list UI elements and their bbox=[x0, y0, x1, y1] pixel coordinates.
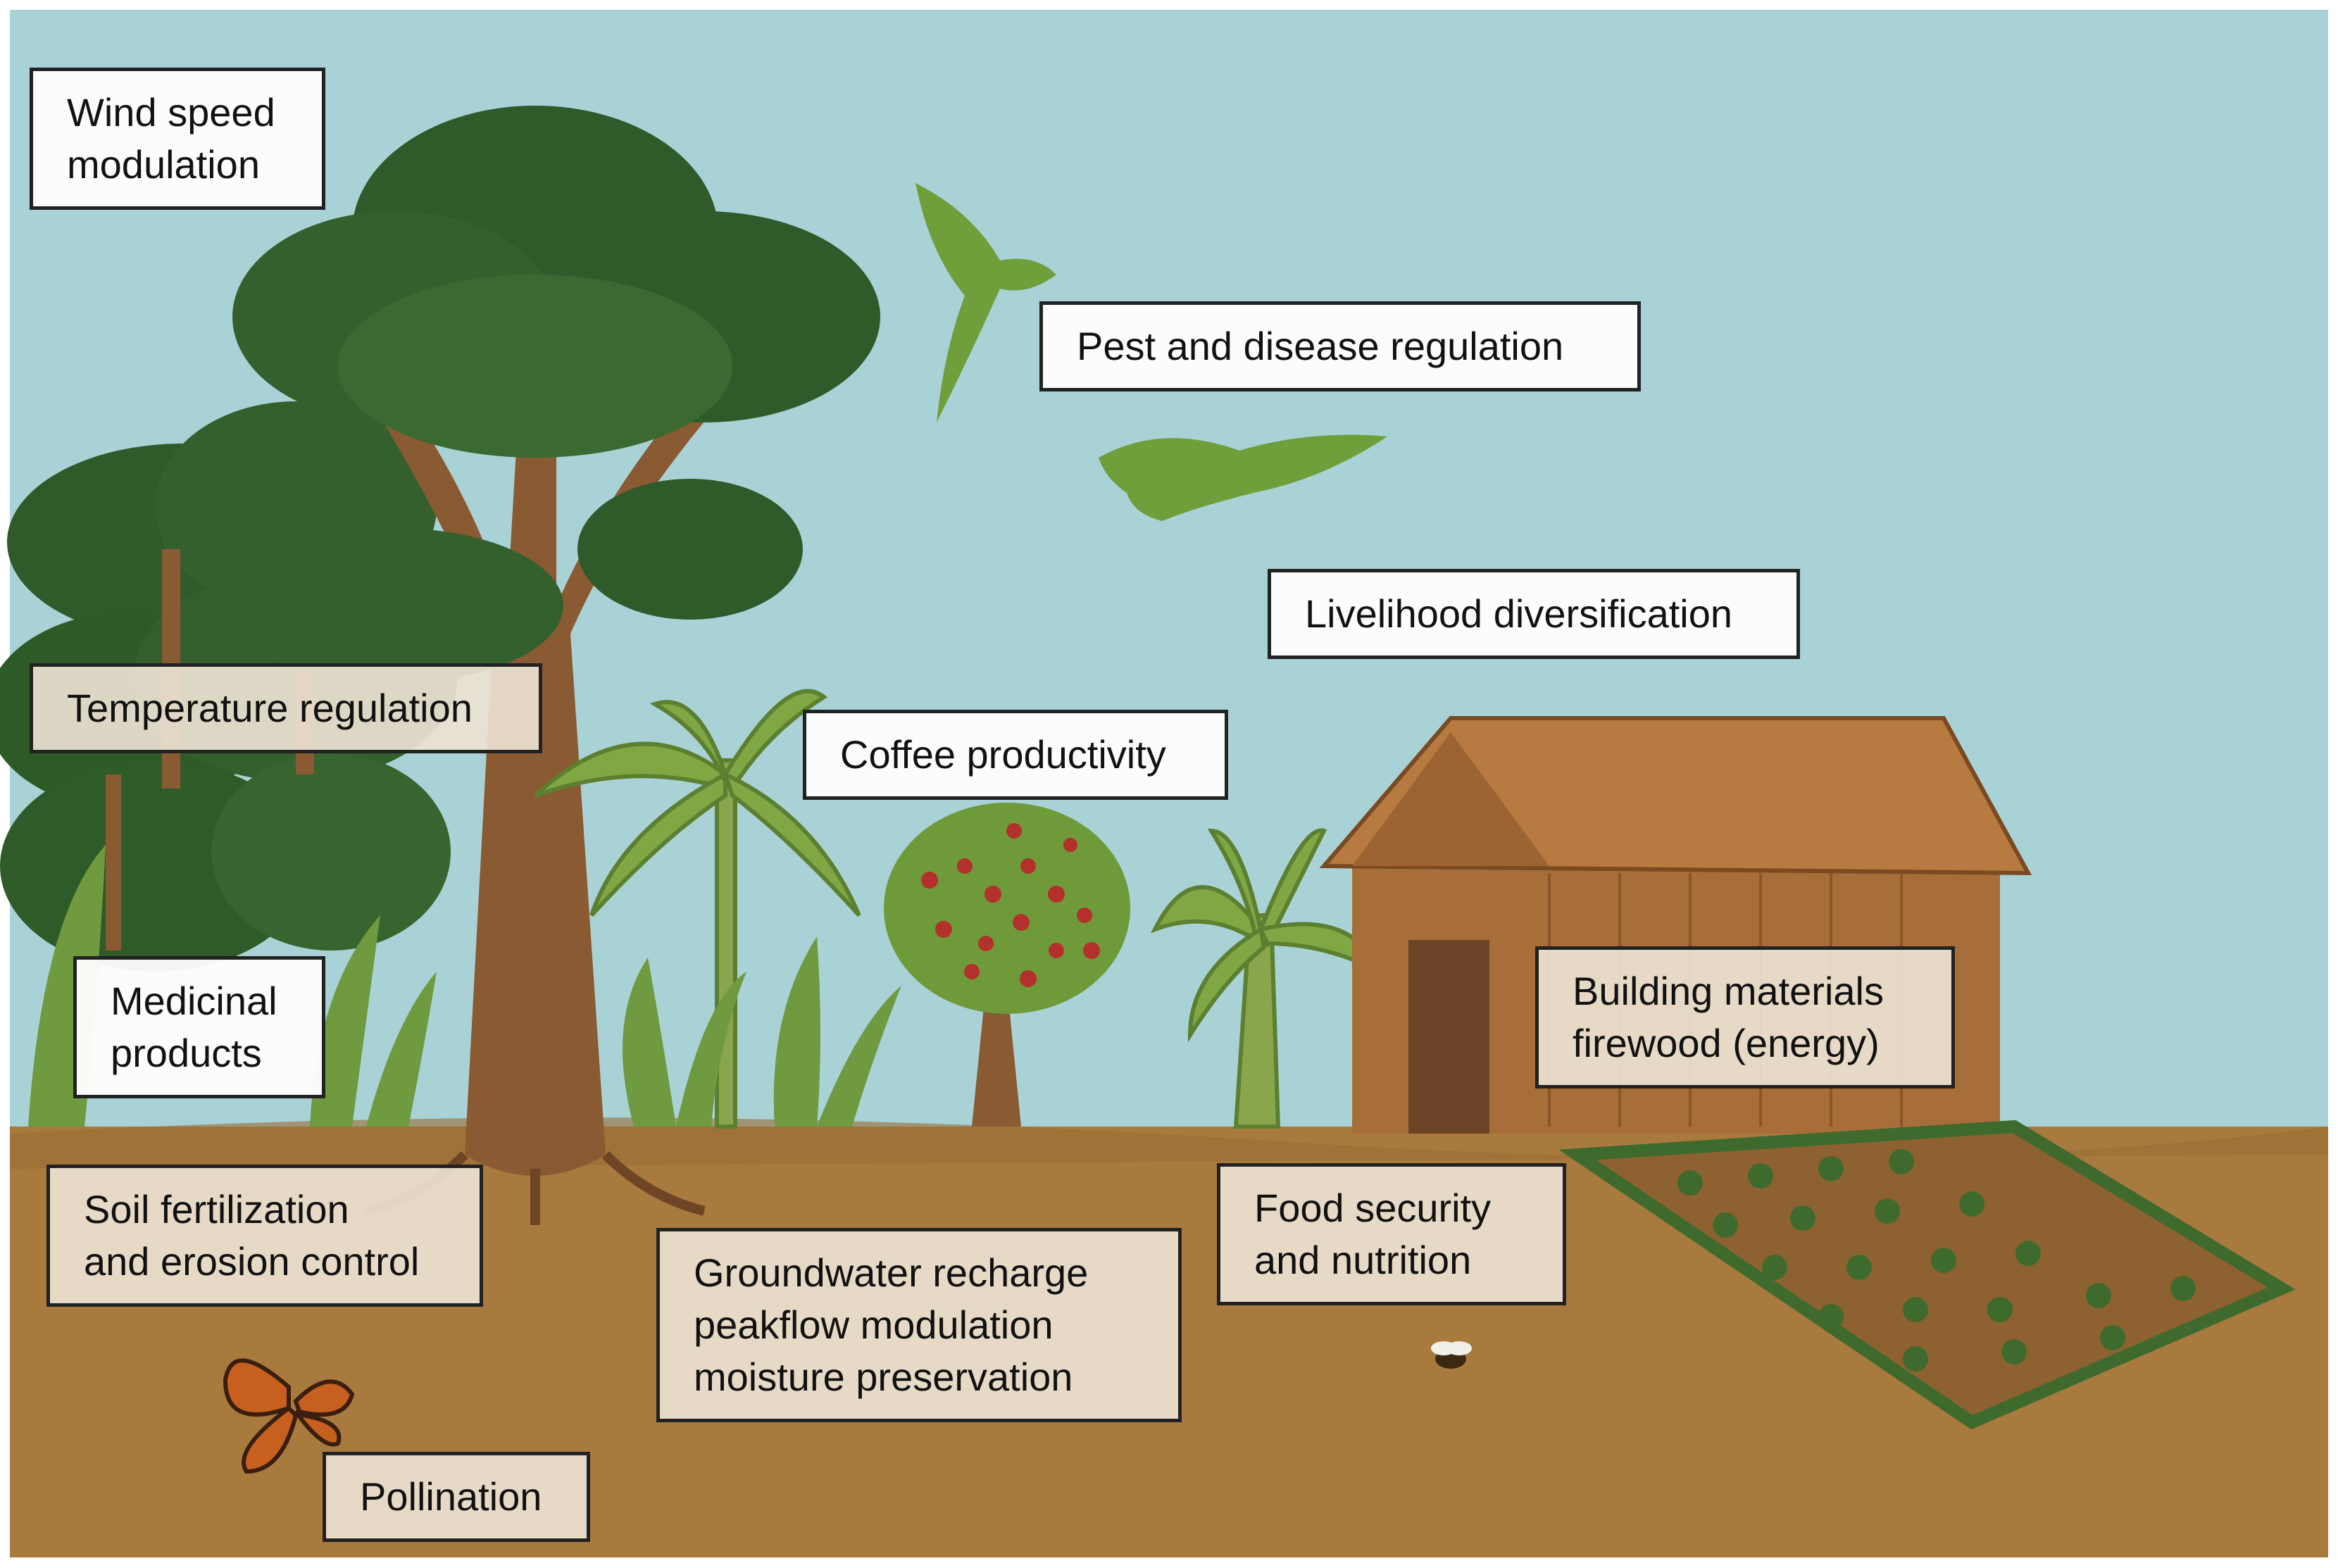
coffee-tree bbox=[884, 803, 1130, 1127]
label-pollination-line-1: Pollination bbox=[360, 1474, 542, 1519]
label-food-line-1: Food security bbox=[1254, 1186, 1492, 1230]
label-food-line-2: and nutrition bbox=[1254, 1238, 1472, 1282]
bee-icon bbox=[1431, 1341, 1472, 1369]
understory-plants bbox=[28, 845, 901, 1127]
label-livelihood-line-1: Livelihood diversification bbox=[1305, 591, 1733, 636]
label-groundwater-line-3: moisture preservation bbox=[694, 1355, 1073, 1399]
label-soil-fertilization-erosion: Soil fertilization and erosion control bbox=[46, 1165, 483, 1307]
label-food-security-nutrition: Food security and nutrition bbox=[1217, 1163, 1566, 1305]
label-groundwater-line-1: Groundwater recharge bbox=[694, 1250, 1089, 1295]
label-livelihood-diversification: Livelihood diversification bbox=[1268, 569, 1800, 659]
banana-plant-left bbox=[533, 689, 861, 1129]
label-groundwater-recharge: Groundwater recharge peakflow modulation… bbox=[656, 1228, 1182, 1422]
garden-bed bbox=[1558, 1119, 2296, 1430]
label-building-materials-firewood: Building materials firewood (energy) bbox=[1535, 946, 1955, 1089]
label-medicinal-line-2: products bbox=[111, 1031, 262, 1075]
label-building-line-2: firewood (energy) bbox=[1573, 1021, 1880, 1065]
canopy-tree bbox=[225, 106, 880, 1225]
label-medicinal-line-1: Medicinal bbox=[111, 979, 277, 1023]
label-soil-line-2: and erosion control bbox=[84, 1239, 420, 1284]
label-medicinal-products: Medicinal products bbox=[73, 956, 325, 1098]
label-groundwater-line-2: peakflow modulation bbox=[694, 1303, 1054, 1347]
label-building-line-1: Building materials bbox=[1573, 969, 1884, 1013]
banana-plant-right bbox=[1150, 828, 1385, 1129]
label-soil-line-1: Soil fertilization bbox=[84, 1187, 349, 1231]
label-temperature-regulation: Temperature regulation bbox=[30, 663, 542, 753]
label-wind-line-2: modulation bbox=[67, 142, 260, 187]
label-coffee-productivity: Coffee productivity bbox=[803, 710, 1228, 800]
green-parrot-icon bbox=[915, 183, 1387, 521]
label-wind-line-1: Wind speed bbox=[67, 90, 275, 134]
label-pest-disease-regulation: Pest and disease regulation bbox=[1039, 301, 1641, 391]
label-wind-speed-modulation: Wind speed modulation bbox=[30, 68, 325, 210]
label-pollination: Pollination bbox=[323, 1452, 590, 1542]
label-temperature-line-1: Temperature regulation bbox=[67, 686, 473, 730]
label-pest-line-1: Pest and disease regulation bbox=[1077, 324, 1564, 368]
monarch-butterfly-icon bbox=[223, 1358, 355, 1474]
label-coffee-line-1: Coffee productivity bbox=[840, 732, 1166, 777]
